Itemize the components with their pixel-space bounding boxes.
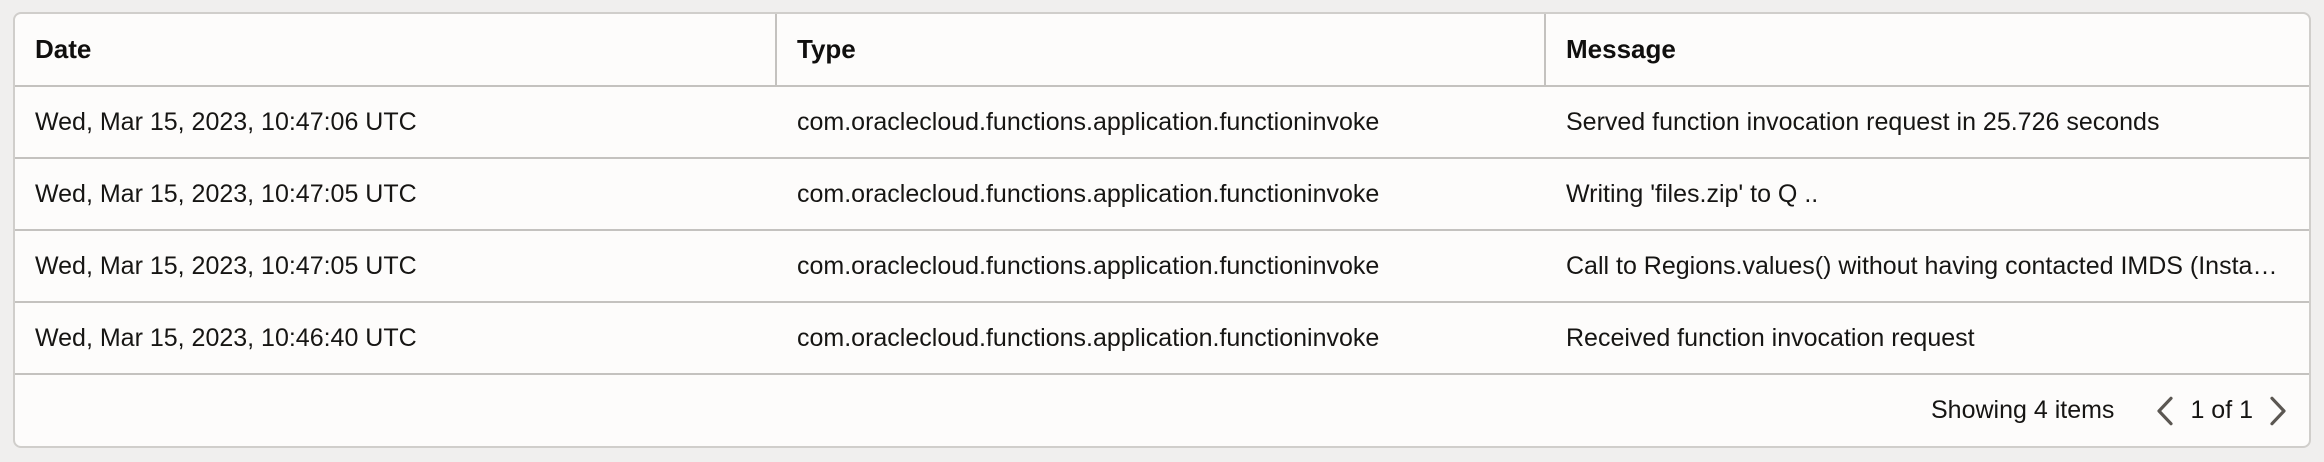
chevron-right-icon	[2270, 396, 2286, 425]
column-header-type: Type	[777, 14, 1546, 85]
table-row: Wed, Mar 15, 2023, 10:46:40 UTC com.orac…	[15, 303, 2309, 375]
column-header-date-label: Date	[35, 34, 92, 64]
type-cell: com.oraclecloud.functions.application.fu…	[797, 323, 1380, 352]
table-header-row: Date Type Message	[15, 14, 2309, 87]
items-count: Showing 4 items	[1931, 396, 2115, 424]
pagination: 1 of 1	[2150, 391, 2293, 431]
type-cell: com.oraclecloud.functions.application.fu…	[797, 107, 1380, 136]
column-header-message-label: Message	[1566, 34, 1676, 64]
type-cell: com.oraclecloud.functions.application.fu…	[797, 179, 1380, 208]
table-footer: Showing 4 items 1 of 1	[15, 375, 2309, 446]
next-page-button[interactable]	[2263, 391, 2293, 431]
message-cell: Served function invocation request in 25…	[1566, 107, 2160, 136]
message-cell: Call to Regions.values() without having …	[1566, 251, 2278, 280]
message-cell: Received function invocation request	[1566, 323, 1975, 352]
previous-page-button[interactable]	[2150, 391, 2180, 431]
date-cell: Wed, Mar 15, 2023, 10:47:06 UTC	[35, 107, 417, 136]
table-row: Wed, Mar 15, 2023, 10:47:06 UTC com.orac…	[15, 87, 2309, 159]
page-indicator: 1 of 1	[2190, 396, 2253, 424]
message-cell: Writing 'files.zip' to Q ..	[1566, 179, 1819, 208]
table-row: Wed, Mar 15, 2023, 10:47:05 UTC com.orac…	[15, 231, 2309, 303]
date-cell: Wed, Mar 15, 2023, 10:46:40 UTC	[35, 323, 417, 352]
column-header-message: Message	[1546, 14, 2309, 85]
type-cell: com.oraclecloud.functions.application.fu…	[797, 251, 1380, 280]
log-events-table: Date Type Message Wed, Mar 15, 2023, 10:…	[13, 12, 2311, 448]
table-row: Wed, Mar 15, 2023, 10:47:05 UTC com.orac…	[15, 159, 2309, 231]
date-cell: Wed, Mar 15, 2023, 10:47:05 UTC	[35, 179, 417, 208]
column-header-date: Date	[15, 14, 777, 85]
column-header-type-label: Type	[797, 34, 856, 64]
date-cell: Wed, Mar 15, 2023, 10:47:05 UTC	[35, 251, 417, 280]
chevron-left-icon	[2157, 396, 2174, 425]
